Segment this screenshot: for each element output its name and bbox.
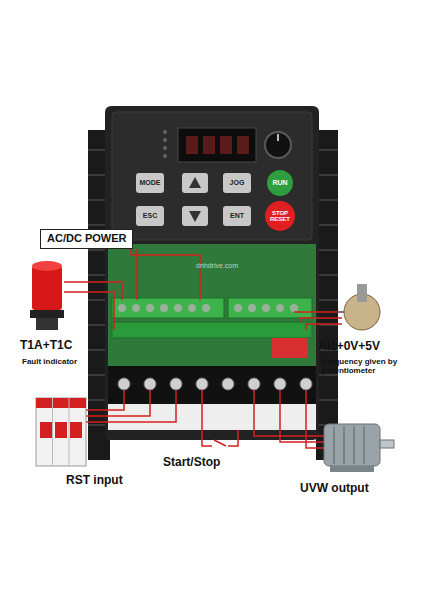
power-terminal-strip [108,366,316,404]
stop-reset-key: STOP RESET [265,201,295,231]
output-label: UVW output [300,482,369,496]
motor [324,424,394,472]
component-caption: Frequency given by potentiometer [322,357,420,375]
mode-key: MODE [136,173,164,193]
input-label: RST input [66,474,123,488]
display-digits [186,136,249,154]
jog-key: JOG [223,173,251,193]
status-leds [163,130,167,158]
power-callout-box: AC/DC POWER [40,229,133,249]
circuit-breaker [36,398,86,466]
sticker [272,338,308,358]
button-text: JOG [230,179,245,186]
speed-knob [265,132,291,158]
button-text: ENT [230,212,244,219]
terminal-cover [108,404,316,430]
arrow-keys [182,173,208,226]
button-text: STOP RESET [268,210,292,223]
led-display [178,128,256,162]
esc-key: ESC [136,206,164,226]
potentiometer [338,284,380,330]
component-caption: Fault indicator [22,357,77,366]
keypad-panel [112,112,312,240]
button-text: RUN [272,179,287,186]
drive-housing [105,106,319,440]
wiring [64,249,342,448]
terminal-blocks [112,298,312,358]
button-text: ESC [143,212,157,219]
terminal-label: AI1+0V+5V [318,340,380,354]
fault-lamp [30,261,64,330]
control-board [108,244,316,366]
switch-label: Start/Stop [163,456,220,470]
ent-key: ENT [223,206,251,226]
power-screws [118,378,312,390]
button-text: MODE [140,179,161,186]
run-key: RUN [267,170,293,196]
terminal-label: T1A+T1C [20,339,72,353]
watermark: dnhdrive.com [196,262,238,270]
button-text: AC/DC POWER [47,233,126,245]
